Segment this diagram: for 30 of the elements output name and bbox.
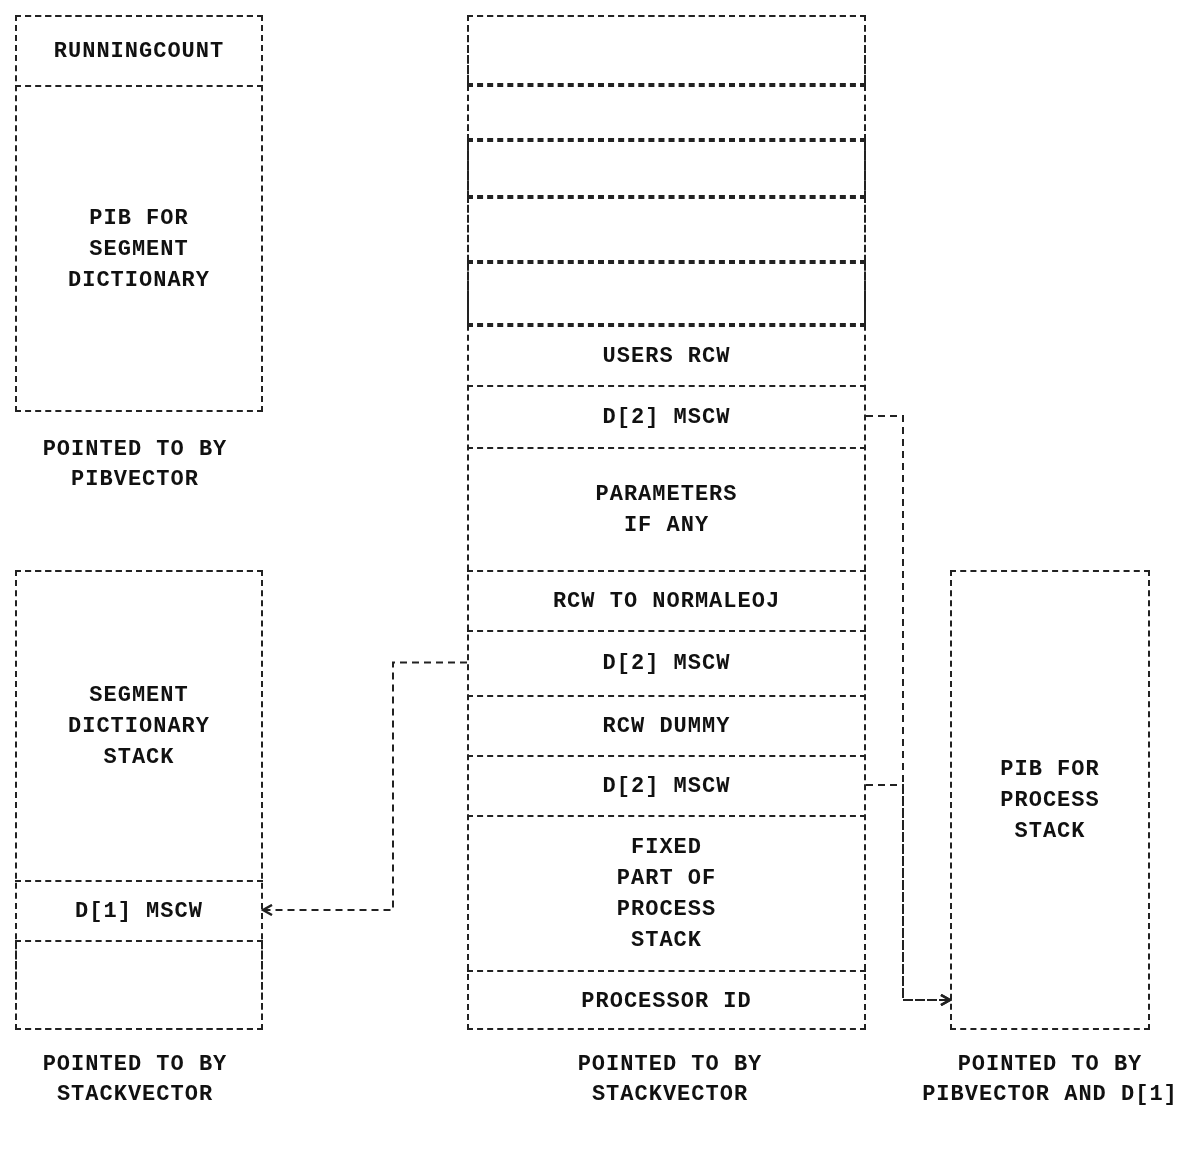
cell-label: D[1] MSCW bbox=[75, 897, 203, 926]
cell-label: FIXED PART OF PROCESS STACK bbox=[615, 833, 718, 955]
pointer-arrow bbox=[261, 661, 468, 917]
cell-label: D[2] MSCW bbox=[602, 403, 731, 432]
empty-stack-cell bbox=[467, 140, 866, 197]
empty-stack-cell bbox=[467, 197, 866, 262]
cell-label: PIB FOR SEGMENT DICTIONARY bbox=[67, 205, 211, 295]
cell-label: RCW DUMMY bbox=[602, 712, 731, 741]
empty-stack-cell bbox=[467, 85, 866, 140]
stack-cell bbox=[950, 570, 1150, 1030]
cell-label: RCW TO NORMALEOJ bbox=[552, 587, 781, 616]
node-caption-label: POINTED TO BY PIBVECTOR AND D[1] bbox=[921, 1051, 1179, 1109]
cell-label: RUNNINGCOUNT bbox=[53, 37, 225, 66]
stack-frame bbox=[467, 15, 866, 1030]
node-caption-label: POINTED TO BY STACKVECTOR bbox=[576, 1051, 764, 1109]
node-caption-label: POINTED TO BY PIBVECTOR bbox=[41, 436, 229, 494]
cell-label: PIB FOR PROCESS STACK bbox=[999, 755, 1101, 846]
stack-frame bbox=[15, 570, 263, 1030]
empty-stack-cell bbox=[467, 262, 866, 325]
cell-label: D[2] MSCW bbox=[602, 772, 731, 801]
cell-label: USERS RCW bbox=[602, 342, 731, 371]
empty-stack-cell bbox=[467, 15, 866, 85]
cell-label: PARAMETERS IF ANY bbox=[594, 480, 739, 540]
empty-stack-cell bbox=[15, 940, 263, 1030]
cell-label: D[2] MSCW bbox=[602, 650, 731, 678]
stack-frame bbox=[15, 15, 263, 412]
cell-label: SEGMENT DICTIONARY STACK bbox=[67, 681, 211, 772]
cell-label: PROCESSOR ID bbox=[581, 987, 752, 1016]
node-caption-label: POINTED TO BY STACKVECTOR bbox=[41, 1051, 229, 1109]
pointer-arrow bbox=[865, 784, 952, 1007]
